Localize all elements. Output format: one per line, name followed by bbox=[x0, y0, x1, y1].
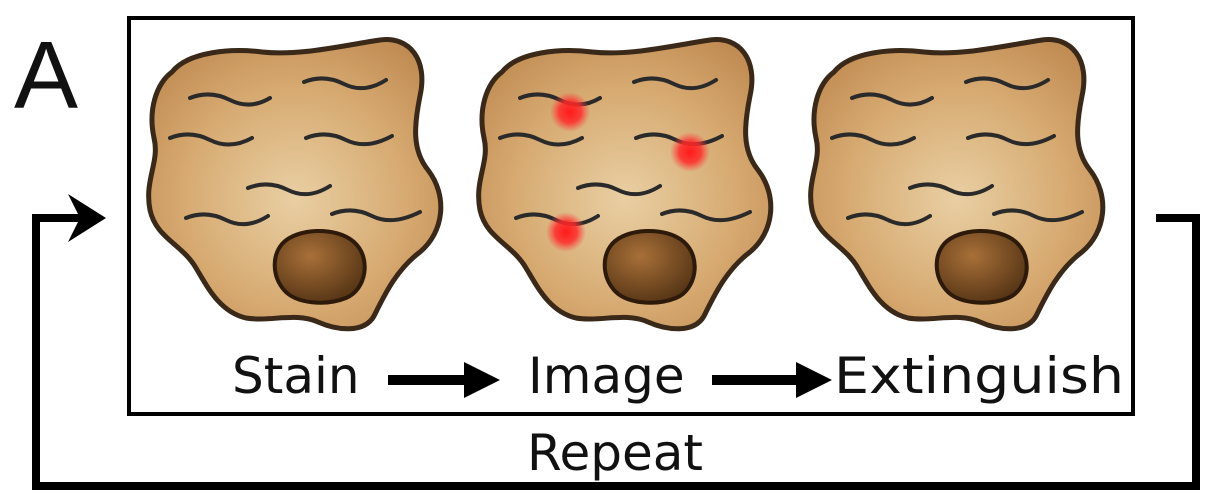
red-signal-spot bbox=[670, 132, 710, 172]
nucleus bbox=[937, 231, 1027, 303]
repeat-label: Repeat bbox=[527, 424, 703, 482]
nucleus bbox=[605, 231, 695, 303]
cell-stain bbox=[149, 40, 441, 329]
cell-extinguish bbox=[811, 40, 1103, 329]
arrow-stain-to-image bbox=[388, 362, 500, 398]
nucleus bbox=[275, 231, 365, 303]
cell-row bbox=[149, 40, 1103, 329]
red-signal-spot bbox=[550, 92, 590, 132]
cell-image bbox=[479, 40, 771, 329]
panel-label: A bbox=[14, 22, 78, 129]
step-label-image: Image bbox=[528, 347, 685, 405]
arrow-image-to-extinguish bbox=[712, 362, 832, 398]
step-label-stain: Stain bbox=[232, 347, 360, 405]
red-signal-spot bbox=[546, 212, 586, 252]
step-label-extinguish: Extinguish bbox=[834, 347, 1124, 405]
